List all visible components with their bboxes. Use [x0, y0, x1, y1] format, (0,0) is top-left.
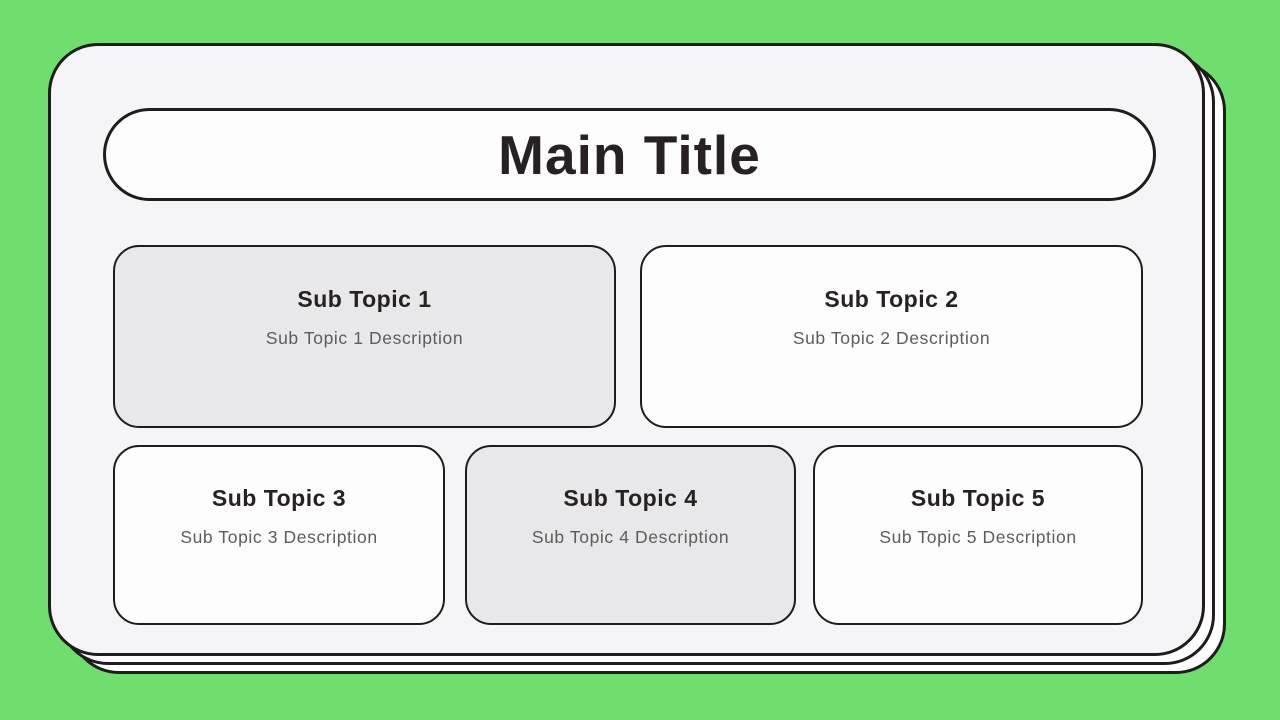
subtopic-description: Sub Topic 1 Description [265, 328, 464, 348]
subtopic-title: Sub Topic 5 [910, 485, 1046, 511]
subtopic-card-3: Sub Topic 3 Sub Topic 3 Description [113, 445, 445, 625]
subtopic-title: Sub Topic 4 [563, 485, 698, 511]
subtopic-title: Sub Topic 2 [824, 286, 959, 312]
subtopic-description: Sub Topic 2 Description [792, 328, 991, 348]
subtopic-description: Sub Topic 3 Description [180, 527, 378, 547]
main-title-container: Main Title [103, 108, 1156, 201]
subtopic-title: Sub Topic 1 [297, 286, 432, 312]
subtopic-card-5: Sub Topic 5 Sub Topic 5 Description [813, 445, 1143, 625]
main-title: Main Title [498, 123, 761, 186]
subtopic-card-2: Sub Topic 2 Sub Topic 2 Description [640, 245, 1143, 428]
subtopic-description: Sub Topic 5 Description [879, 527, 1077, 547]
subtopic-card-1: Sub Topic 1 Sub Topic 1 Description [113, 245, 616, 428]
subtopic-card-4: Sub Topic 4 Sub Topic 4 Description [465, 445, 796, 625]
slide-card: Main Title Sub Topic 1 Sub Topic 1 Descr… [48, 43, 1205, 656]
subtopic-description: Sub Topic 4 Description [531, 527, 730, 547]
subtopic-title: Sub Topic 3 [211, 485, 347, 511]
